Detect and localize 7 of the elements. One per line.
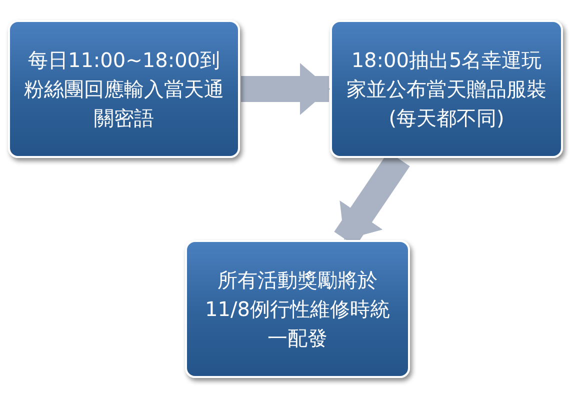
box-text: 所有活動獎勵將於11/8例行性維修時統一配發 [204,266,391,352]
box-text: 18:00抽出5名幸運玩家並公布當天贈品服裝(每天都不同) [346,46,548,132]
process-box [330,20,563,158]
process-box [185,240,410,378]
box-text: 每日11:00~18:00到粉絲團回應輸入當天通關密語 [23,46,225,132]
block-arrow [241,63,330,115]
process-box [8,20,240,158]
